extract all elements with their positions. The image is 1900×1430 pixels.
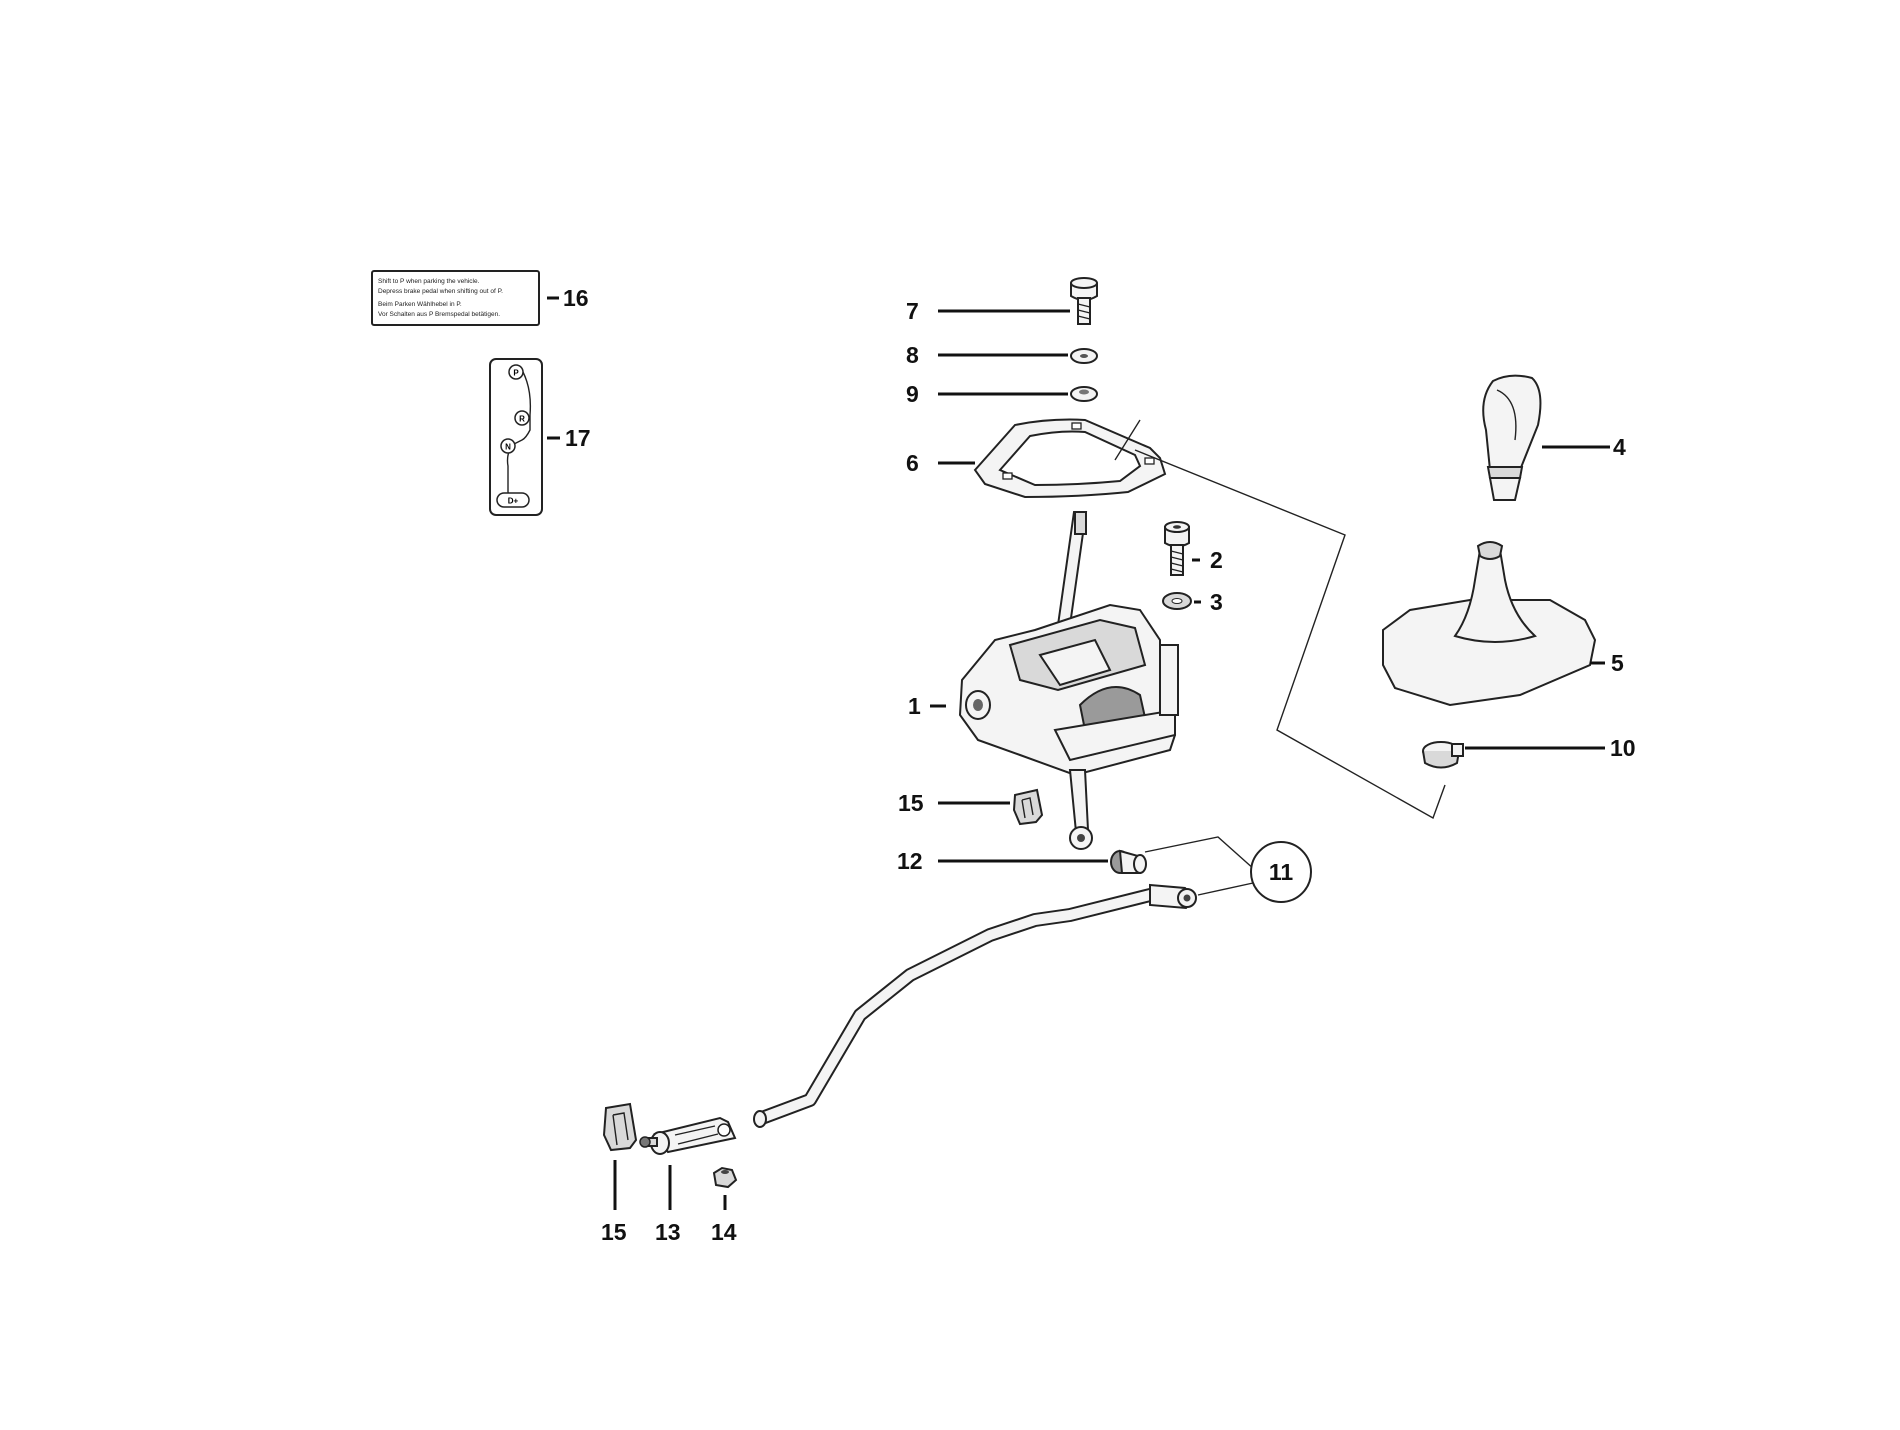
screw-2	[1164, 521, 1190, 576]
nut-14	[712, 1166, 738, 1189]
warning-label: Shift to P when parking the vehicle. Dep…	[371, 270, 540, 326]
gate-r-label: R	[519, 415, 525, 424]
callout-5: 5	[1611, 650, 1624, 676]
callout-11: 11	[1269, 859, 1294, 885]
callout-13: 13	[655, 1219, 681, 1245]
callout-15-lower: 15	[601, 1219, 627, 1245]
shifter-assembly-1	[958, 511, 1179, 850]
gate-d	[496, 492, 530, 508]
callout-4: 4	[1613, 434, 1626, 460]
callout-10: 10	[1610, 735, 1636, 761]
clip-15-upper	[1012, 788, 1044, 826]
clip-ring-10	[1422, 741, 1464, 769]
bolt-7	[1070, 277, 1098, 325]
ball-joint-13	[639, 1116, 737, 1155]
callout-2: 2	[1210, 547, 1223, 573]
shift-knob-4	[1482, 374, 1542, 501]
shift-boot-5	[1382, 541, 1597, 707]
gate-p	[508, 364, 524, 380]
gate-n	[500, 438, 516, 454]
warning-label-line-3: Beim Parken Wählhebel in P.	[378, 301, 462, 308]
gate-r	[514, 410, 530, 426]
warning-label-line-1: Shift to P when parking the vehicle.	[378, 278, 480, 285]
cover-frame-6	[973, 418, 1167, 499]
callout-16: 16	[563, 285, 589, 311]
clip-15-lower	[602, 1102, 638, 1152]
callout-9: 9	[906, 381, 919, 407]
callout-8: 8	[906, 342, 919, 368]
callout-3: 3	[1210, 589, 1223, 615]
callout-17: 17	[565, 425, 591, 451]
gate-d-label: D+	[508, 497, 519, 506]
assembly-bracket-upper	[1114, 419, 1141, 461]
callout-11-circle	[1250, 841, 1312, 903]
gate-n-label: N	[505, 443, 511, 452]
shift-gate-plate: P R N D+	[489, 358, 543, 516]
bushing-12	[1110, 849, 1147, 874]
callout-1: 1	[908, 693, 921, 719]
warning-label-line-2: Depress brake pedal when shifting out of…	[378, 288, 503, 295]
warning-label-line-4: Vor Schalten aus P Bremspedal betätigen.	[378, 311, 500, 318]
washer-8	[1070, 348, 1098, 364]
callout-15-upper: 15	[898, 790, 924, 816]
callout-6: 6	[906, 450, 919, 476]
leader-11-lower	[1197, 882, 1254, 896]
shift-rod-11	[753, 883, 1197, 1128]
washer-3	[1162, 592, 1192, 610]
callout-14: 14	[711, 1219, 737, 1245]
assembly-bracket-lines	[1134, 449, 1446, 820]
gate-p-label: P	[513, 369, 519, 378]
spring-washer-9	[1070, 386, 1098, 402]
callout-12: 12	[897, 848, 923, 874]
leader-11-upper	[1144, 836, 1256, 871]
callout-7: 7	[906, 298, 919, 324]
